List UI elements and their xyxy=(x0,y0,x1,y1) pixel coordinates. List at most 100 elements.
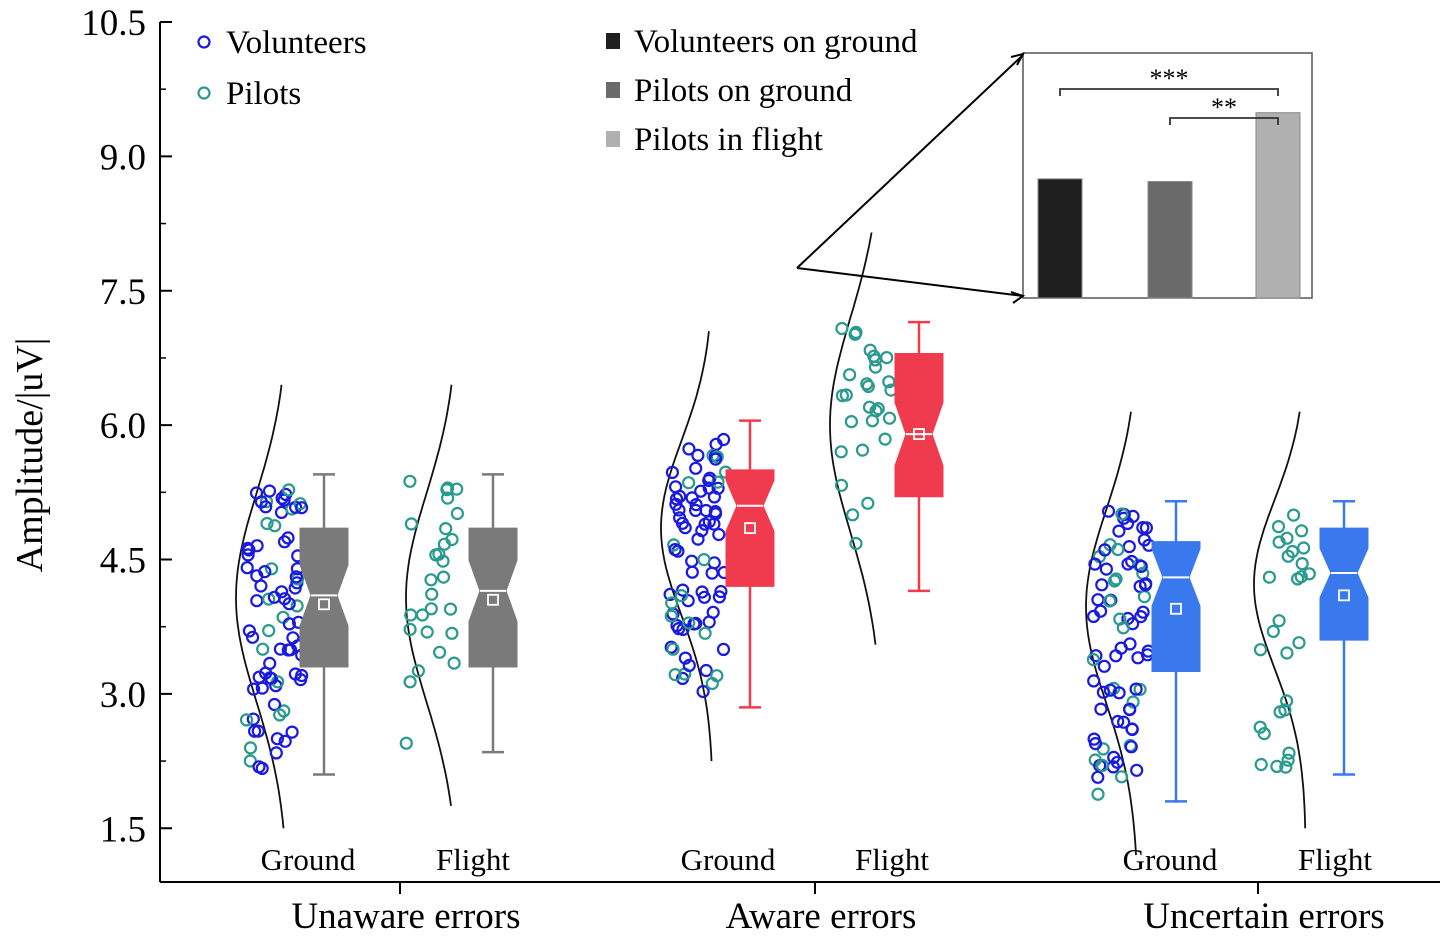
legend-label: Volunteers xyxy=(226,25,367,61)
pilot-point xyxy=(681,476,696,490)
volunteer-point xyxy=(696,684,710,699)
pilot-point xyxy=(668,667,682,682)
pilot-point xyxy=(424,573,438,587)
pilot-point xyxy=(835,321,849,336)
pilot-point xyxy=(450,482,464,496)
density-curve xyxy=(829,232,877,645)
pilot-point xyxy=(433,645,447,659)
pilot-point xyxy=(1296,541,1311,555)
volunteer-point xyxy=(665,465,680,479)
volunteer-point xyxy=(1138,578,1153,592)
pilot-point xyxy=(867,349,881,363)
pilot-point xyxy=(243,754,257,768)
density-curve xyxy=(1085,411,1137,856)
volunteer-point xyxy=(668,480,683,494)
pilot-point xyxy=(1115,507,1129,521)
volunteer-point xyxy=(269,746,283,760)
volunteer-point xyxy=(289,570,303,584)
pilot-point xyxy=(1279,694,1294,708)
volunteer-point xyxy=(270,732,284,746)
pilot-point xyxy=(698,626,712,640)
pilot-point xyxy=(1266,624,1280,639)
volunteer-point xyxy=(716,642,731,657)
inset-bar xyxy=(1255,112,1301,299)
volunteer-point xyxy=(250,594,264,608)
volunteer-point xyxy=(1091,770,1105,784)
pilot-point xyxy=(1107,574,1122,588)
pilot-point xyxy=(1279,760,1293,774)
inset-bar xyxy=(1147,181,1193,299)
pilot-point xyxy=(1280,646,1294,660)
mean-marker xyxy=(318,598,330,611)
y-tick-label: 7.5 xyxy=(100,272,146,313)
mean-marker xyxy=(1338,589,1350,602)
significance-label: ** xyxy=(1211,93,1237,122)
volunteer-point xyxy=(1099,562,1114,576)
volunteer-point xyxy=(1107,750,1121,765)
x-group-label: Unaware errors xyxy=(291,896,520,937)
pilot-point xyxy=(834,478,849,492)
volunteer-point xyxy=(1093,604,1108,618)
pilot-point xyxy=(1295,556,1309,571)
pilot-point xyxy=(420,625,434,639)
notched-box xyxy=(468,527,518,668)
pilot-point xyxy=(1111,542,1125,557)
pilot-point xyxy=(682,616,696,630)
volunteer-point xyxy=(708,505,722,519)
legend-marker xyxy=(197,35,211,49)
volunteer-point xyxy=(672,503,686,517)
pilot-point xyxy=(262,592,276,606)
legend-label: Pilots on ground xyxy=(634,73,853,109)
pilot-point xyxy=(834,445,848,459)
significance-bracket xyxy=(1059,88,1279,96)
pilot-point xyxy=(845,508,860,522)
volunteer-point xyxy=(250,569,264,583)
x-condition-label: Ground xyxy=(1123,842,1218,877)
y-tick-label: 6.0 xyxy=(100,406,146,447)
volunteer-point xyxy=(1136,605,1150,619)
pilot-point xyxy=(1102,594,1117,608)
y-tick-label: 4.5 xyxy=(100,541,146,582)
notched-box xyxy=(1319,527,1369,641)
volunteer-point xyxy=(1097,659,1111,673)
x-condition-label: Ground xyxy=(681,842,776,877)
legend-swatch xyxy=(606,82,620,98)
pilot-point xyxy=(404,517,418,531)
mean-marker xyxy=(744,522,756,535)
volunteer-point xyxy=(688,503,703,517)
pilot-point xyxy=(1281,549,1295,563)
x-condition-label: Flight xyxy=(436,842,510,877)
pilot-point xyxy=(276,610,290,624)
pilot-point xyxy=(1294,524,1309,538)
legend-label: Pilots xyxy=(226,76,301,112)
volunteer-point xyxy=(702,473,716,488)
pilot-point xyxy=(443,602,458,616)
pilot-point xyxy=(403,675,417,689)
pilot-point xyxy=(1091,787,1105,801)
legend-marker xyxy=(197,86,211,100)
volunteer-point xyxy=(1111,714,1125,729)
volunteer-point xyxy=(1094,702,1108,716)
volunteer-point xyxy=(1124,740,1138,754)
volunteer-point xyxy=(1103,683,1117,697)
volunteer-point xyxy=(247,682,261,696)
volunteer-point xyxy=(252,760,266,774)
pilot-point xyxy=(865,414,880,428)
volunteer-point xyxy=(672,511,687,525)
zoom-arrowhead xyxy=(1010,291,1026,304)
x-group-label: Uncertain errors xyxy=(1143,896,1384,937)
pilot-point xyxy=(664,609,678,623)
pilot-point xyxy=(399,736,413,750)
pilot-point xyxy=(1272,614,1286,628)
volunteer-point xyxy=(275,491,289,505)
pilot-point xyxy=(262,623,276,638)
volunteer-point xyxy=(267,697,282,712)
pilot-point xyxy=(404,608,418,622)
volunteer-point xyxy=(249,486,264,500)
pilot-point xyxy=(441,491,455,505)
volunteer-point xyxy=(240,561,254,575)
volunteer-point xyxy=(246,712,260,726)
volunteer-point xyxy=(1091,593,1105,607)
pilot-point xyxy=(1282,746,1296,760)
pilot-point xyxy=(1302,567,1316,581)
